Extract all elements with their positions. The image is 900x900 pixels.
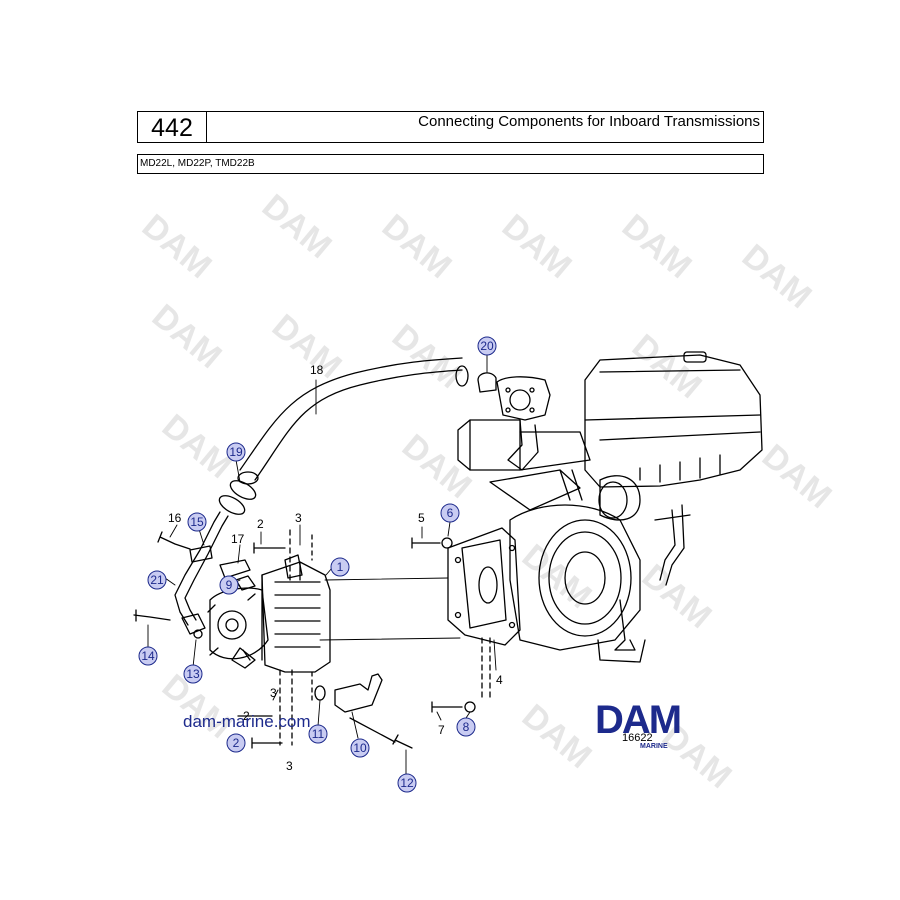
svg-text:DAM: DAM xyxy=(495,207,579,286)
water-pump-fitting xyxy=(496,376,551,471)
svg-text:6: 6 xyxy=(447,506,454,520)
svg-text:DAM: DAM xyxy=(515,697,599,776)
dashed-line-4 xyxy=(481,637,491,701)
callout-8: 8 xyxy=(456,717,476,737)
hose-clamp xyxy=(477,372,497,393)
svg-text:12: 12 xyxy=(400,776,414,790)
title-box: Connecting Components for Inboard Transm… xyxy=(206,111,764,143)
circled-callouts: 20 19 15 6 1 21 9 14 13 8 11 2 10 12 xyxy=(138,336,497,793)
svg-text:11: 11 xyxy=(312,727,325,741)
svg-text:DAM: DAM xyxy=(595,698,680,742)
page-number: 442 xyxy=(151,114,193,142)
callout-9: 9 xyxy=(219,575,239,595)
callouts: 18 16 2 3 17 5 4 3 7 3 2 xyxy=(168,363,503,773)
svg-text:DAM: DAM xyxy=(635,557,719,636)
svg-text:DAM: DAM xyxy=(255,187,339,266)
callout-1: 1 xyxy=(330,557,350,577)
transmission-unit xyxy=(207,554,331,673)
washer-11 xyxy=(314,685,326,701)
svg-text:21: 21 xyxy=(150,573,164,587)
svg-text:DAM: DAM xyxy=(145,297,229,376)
callout-12: 12 xyxy=(397,773,417,793)
svg-text:8: 8 xyxy=(463,720,470,734)
svg-text:15: 15 xyxy=(190,515,204,529)
bolts xyxy=(133,531,463,749)
callout-15: 15 xyxy=(187,512,207,532)
svg-text:DAM: DAM xyxy=(385,317,469,396)
callout-3: 3 xyxy=(295,511,302,525)
callout-6: 6 xyxy=(440,503,460,523)
website-url: dam-marine.com xyxy=(183,712,311,731)
callout-5: 5 xyxy=(418,511,425,525)
callout-3-lower: 3 xyxy=(270,686,277,700)
svg-text:MARINE: MARINE xyxy=(640,743,668,750)
svg-text:DAM: DAM xyxy=(265,307,349,386)
hose xyxy=(237,357,469,485)
svg-text:14: 14 xyxy=(141,649,155,663)
svg-text:2: 2 xyxy=(233,736,240,750)
callout-10: 10 xyxy=(350,738,370,758)
engine-drawing xyxy=(457,351,763,663)
model-box: MD22L, MD22P, TMD22B xyxy=(137,154,764,174)
callout-7: 7 xyxy=(438,723,445,737)
callout-2-small: 2 xyxy=(243,709,250,723)
callout-19: 19 xyxy=(226,442,246,462)
svg-text:DAM: DAM xyxy=(625,327,709,406)
callout-14: 14 xyxy=(138,646,158,666)
elbow-fitting xyxy=(334,673,383,713)
callout-18: 18 xyxy=(310,363,324,377)
svg-text:DAM: DAM xyxy=(735,237,819,316)
page-number-box: 442 xyxy=(137,111,207,143)
svg-text:9: 9 xyxy=(226,578,233,592)
callout-16: 16 xyxy=(168,511,182,525)
svg-text:13: 13 xyxy=(186,667,200,681)
leader-lines xyxy=(147,354,497,775)
hose-clamps xyxy=(218,480,257,515)
callout-20: 20 xyxy=(477,336,497,356)
svg-text:1: 1 xyxy=(337,560,344,574)
callout-4: 4 xyxy=(496,673,503,687)
svg-text:DAM: DAM xyxy=(615,207,699,286)
svg-text:20: 20 xyxy=(480,339,494,353)
svg-text:10: 10 xyxy=(353,741,367,755)
washer-6 xyxy=(441,537,453,549)
dam-marine-logo: DAM MARINE xyxy=(595,698,682,750)
svg-text:DAM: DAM xyxy=(755,437,839,516)
callout-2: 2 xyxy=(257,517,264,531)
dashed-lines-3 xyxy=(279,529,293,746)
bracket xyxy=(219,559,251,579)
page-title: Connecting Components for Inboard Transm… xyxy=(418,113,760,130)
svg-text:19: 19 xyxy=(229,445,243,459)
svg-text:DAM: DAM xyxy=(135,207,219,286)
figure-number: 16622 xyxy=(622,732,653,744)
svg-text:DAM: DAM xyxy=(155,407,239,486)
model-list: MD22L, MD22P, TMD22B xyxy=(140,158,255,169)
svg-text:DAM: DAM xyxy=(375,207,459,286)
callout-2-circled: 2 xyxy=(226,733,246,753)
callout-13: 13 xyxy=(183,664,203,684)
callout-11: 11 xyxy=(308,724,328,744)
washer-13 xyxy=(193,629,203,639)
pipe-clip xyxy=(189,545,213,563)
watermark: DAM DAM DAM DAM DAM DAM DAM DAM DAM DAM … xyxy=(135,187,839,796)
adapter-plate xyxy=(447,527,521,646)
water-pipe xyxy=(174,511,229,635)
bracket-small xyxy=(235,575,256,591)
assembly-lines xyxy=(319,577,461,641)
washer-8 xyxy=(464,701,476,713)
callout-3-bottom: 3 xyxy=(286,759,293,773)
callout-17: 17 xyxy=(231,532,245,546)
callout-21: 21 xyxy=(147,570,167,590)
